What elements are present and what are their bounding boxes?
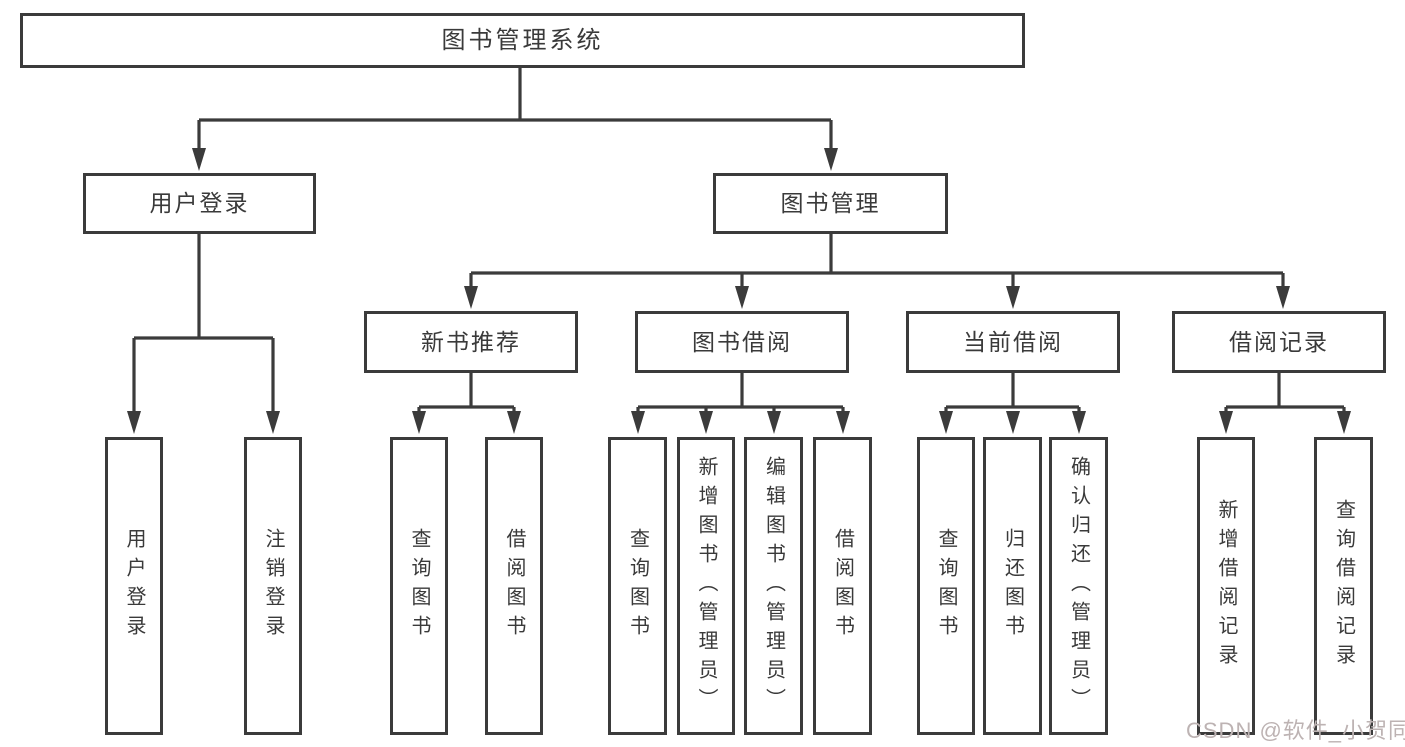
connector-book-borrow-branch [636, 373, 845, 412]
connector-current-borrow-branch [944, 373, 1081, 412]
node-user-login-label: 用户登录 [149, 190, 250, 216]
node-book-management: 图书管理 [713, 173, 948, 234]
leaf-records-query-record: 查询借阅记录 [1314, 437, 1373, 735]
leaf-borrow-edit-books: 编辑图书（管理员） [744, 437, 803, 735]
leaf-current-confirm-return-label: 确认归还（管理员） [1067, 455, 1090, 717]
leaf-borrow-query-books-label: 查询图书 [626, 528, 649, 644]
leaf-newbook-borrow-books: 借阅图书 [485, 437, 543, 735]
connector-root-to-level2 [197, 68, 833, 150]
leaf-borrow-borrow-books-label: 借阅图书 [831, 528, 854, 644]
node-root: 图书管理系统 [20, 13, 1025, 68]
leaf-newbook-borrow-books-label: 借阅图书 [503, 528, 525, 644]
leaf-records-add-record: 新增借阅记录 [1197, 437, 1255, 735]
connector-new-book-branch [417, 373, 516, 412]
leaf-borrow-edit-books-label: 编辑图书（管理员） [762, 455, 785, 717]
leaf-borrow-query-books: 查询图书 [608, 437, 667, 735]
leaf-borrow-add-books: 新增图书（管理员） [677, 437, 735, 735]
node-current-borrow-label: 当前借阅 [963, 328, 1063, 355]
leaf-user-login: 用户登录 [105, 437, 163, 735]
leaf-user-login-label: 用户登录 [123, 528, 145, 644]
node-new-book-recommend: 新书推荐 [364, 311, 578, 373]
leaf-newbook-query-books: 查询图书 [390, 437, 448, 735]
node-book-borrow-label: 图书借阅 [692, 328, 792, 355]
leaf-current-confirm-return: 确认归还（管理员） [1049, 437, 1108, 735]
node-borrow-records-label: 借阅记录 [1229, 328, 1329, 355]
leaf-borrow-add-books-label: 新增图书（管理员） [695, 455, 717, 717]
arrowheads-current-borrow-leaves [939, 411, 1086, 434]
leaf-records-add-record-label: 新增借阅记录 [1215, 499, 1237, 673]
leaf-logout: 注销登录 [244, 437, 302, 735]
leaf-logout-label: 注销登录 [262, 528, 284, 644]
arrowheads-level2 [192, 148, 838, 171]
leaf-current-query-books: 查询图书 [917, 437, 975, 735]
node-current-borrow: 当前借阅 [906, 311, 1120, 373]
arrowheads-borrow-records-leaves [1219, 411, 1351, 434]
arrowheads-book-borrow-leaves [631, 411, 850, 434]
node-book-borrow: 图书借阅 [635, 311, 849, 373]
arrowheads-level3 [464, 286, 1290, 309]
leaf-newbook-query-books-label: 查询图书 [408, 528, 430, 644]
leaf-records-query-record-label: 查询借阅记录 [1332, 499, 1355, 673]
leaf-current-query-books-label: 查询图书 [935, 528, 957, 644]
connector-book-management-branch [469, 234, 1285, 287]
leaf-current-return-books-label: 归还图书 [1001, 528, 1024, 644]
watermark-text: CSDN @软件_小贺同学 [1186, 718, 1405, 743]
connector-user-login-branch [132, 234, 275, 412]
node-borrow-records: 借阅记录 [1172, 311, 1386, 373]
node-user-login: 用户登录 [83, 173, 316, 234]
node-new-book-recommend-label: 新书推荐 [421, 328, 521, 355]
connector-borrow-records-branch [1224, 373, 1346, 412]
leaf-current-return-books: 归还图书 [983, 437, 1042, 735]
leaf-borrow-borrow-books: 借阅图书 [813, 437, 872, 735]
arrowheads-user-login-leaves [127, 411, 280, 434]
node-book-management-label: 图书管理 [780, 190, 881, 216]
node-root-label: 图书管理系统 [441, 26, 604, 54]
arrowheads-new-book-leaves [412, 411, 521, 434]
